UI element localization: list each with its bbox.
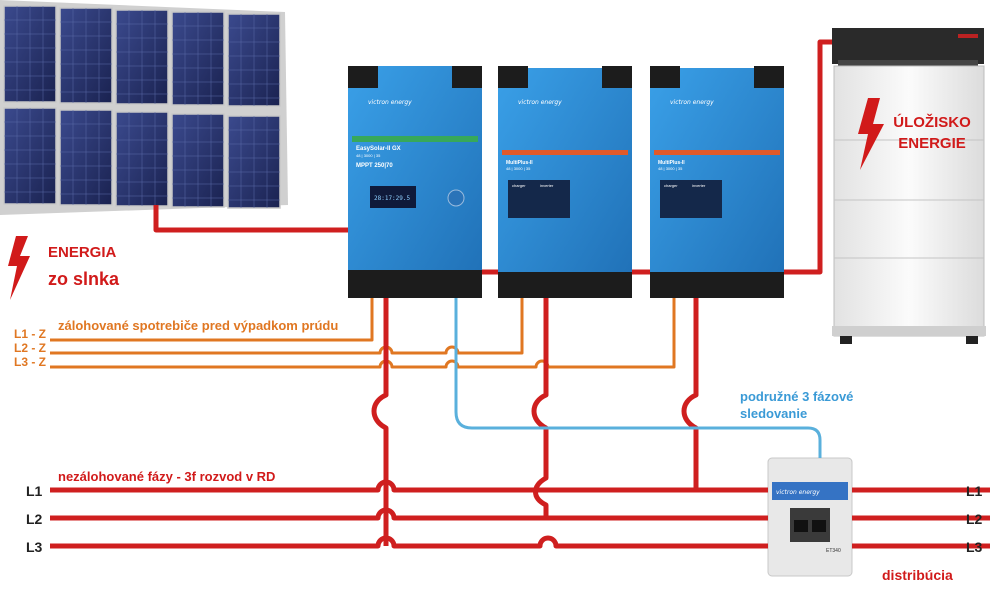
inverter-multiplus-2 [650,66,784,298]
inverter-1-spec: 48 | 3000 | 35 [356,153,381,158]
backup-title: zálohované spotrebiče pred výpadkom prúd… [58,318,338,333]
grid-phase-left-l3: L3 [26,539,43,555]
inverter-3-spec: 48 | 3000 | 35 [658,166,683,171]
meter-label-line1: podružné 3 fázové [740,389,853,404]
inverter-3-inverter: inverter [692,183,706,188]
inverter-2-model: MultiPlus-II [506,160,533,166]
inverter-1-sub: MPPT 250|70 [356,163,393,169]
inverter-2-inverter: inverter [540,183,554,188]
backup-phase-l2: L2 - Z [14,341,46,355]
backup-phase-l3: L3 - Z [14,355,46,369]
solar-array [0,0,288,215]
inverter-3-model: MultiPlus-II [658,160,685,166]
inverter-2-brand: victron energy [518,99,562,106]
grid-phase-left-l1: L1 [26,483,43,499]
inverter-3-brand: victron energy [670,99,714,106]
grid-phase-right-l1: L1 [966,483,983,499]
inverter-2-spec: 48 | 3000 | 35 [506,166,531,171]
inverter-2-charger: charger [512,183,526,188]
solar-label-line1: ENERGIA [48,244,117,261]
inverter-easysolar [348,66,482,298]
inverter-1-display: 28:17:29.5 [374,195,411,202]
distribution-label: distribúcia [882,567,953,583]
energy-meter [767,457,853,577]
inverter-multiplus-1 [498,66,632,298]
lightning-icon [858,98,884,170]
storage-label-line2: ENERGIE [898,135,966,152]
solar-label-line2: zo slnka [48,269,120,289]
inverter-1-model: EasySolar-II GX [356,146,401,152]
meter-label-line2: sledovanie [740,406,807,421]
lightning-icon [8,236,30,300]
grid-title: nezálohované fázy - 3f rozvod v RD [58,469,275,484]
grid-phase-right-l2: L2 [966,511,983,527]
storage-label-line1: ÚLOŽISKO [893,113,971,131]
meter-model: ET340 [826,548,841,554]
backup-phase-l1: L1 - Z [14,327,46,341]
meter-brand: victron energy [776,489,820,496]
wiring [50,39,990,549]
grid-phase-right-l3: L3 [966,539,983,555]
grid-phase-left-l2: L2 [26,511,43,527]
inverter-1-brand: victron energy [368,99,412,106]
inverter-3-charger: charger [664,183,678,188]
battery-storage [832,28,986,344]
